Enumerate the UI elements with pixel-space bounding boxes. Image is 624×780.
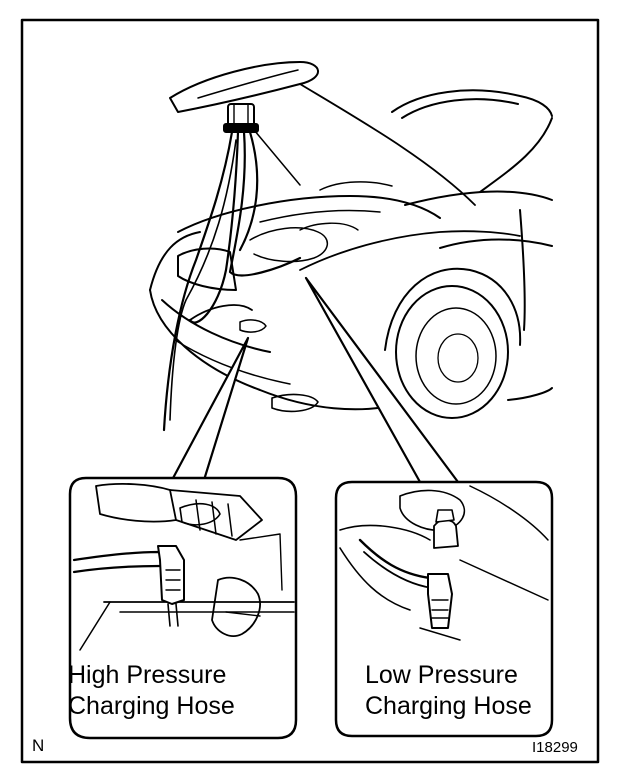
high-pressure-label-line2: Charging Hose bbox=[68, 692, 235, 720]
figure-frame bbox=[20, 18, 600, 764]
car-headlight bbox=[177, 247, 237, 291]
high-pressure-label-line1: High Pressure bbox=[68, 661, 227, 689]
callout-pointers bbox=[170, 276, 460, 484]
high-side-pointer bbox=[170, 336, 250, 482]
low-pressure-detail bbox=[334, 480, 554, 738]
figure-code: I18299 bbox=[532, 739, 578, 756]
car-illustration bbox=[149, 61, 553, 419]
low-pressure-label-line2: Charging Hose bbox=[365, 692, 532, 720]
car-nose bbox=[149, 231, 201, 291]
high-detail-frame bbox=[68, 476, 298, 740]
car-windshield bbox=[391, 89, 553, 117]
car-hood bbox=[169, 61, 319, 113]
low-pressure-label-line1: Low Pressure bbox=[365, 661, 518, 689]
low-side-pointer bbox=[304, 276, 460, 484]
manifold-gauge-set bbox=[223, 103, 259, 133]
charging-hoses bbox=[162, 130, 302, 432]
car-wheel-arch bbox=[384, 267, 522, 351]
car-front-wheel bbox=[395, 285, 509, 419]
corner-mark: N bbox=[32, 736, 45, 755]
high-pressure-detail bbox=[68, 476, 298, 740]
